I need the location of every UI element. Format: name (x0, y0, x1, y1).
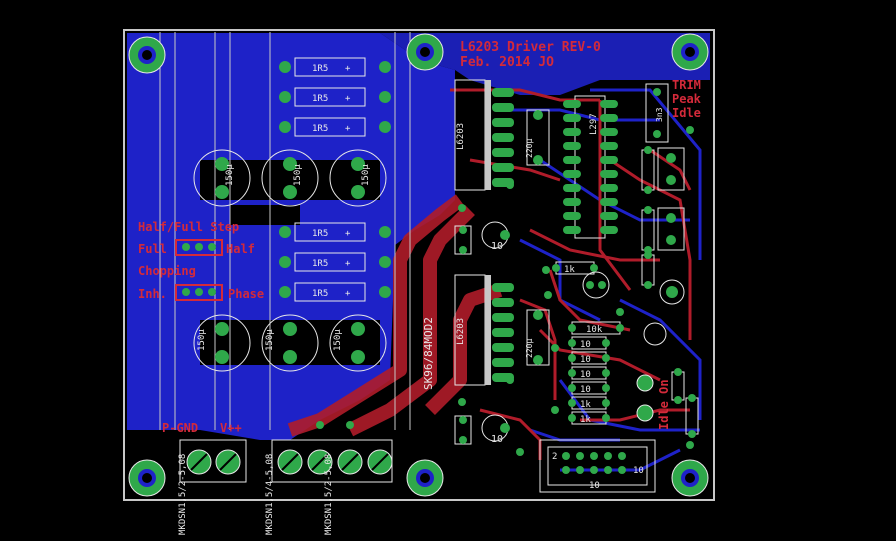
resistor-label: 1R5 (312, 94, 328, 104)
ic-label: L297 (589, 113, 599, 135)
step-title: Half/Full Step (138, 220, 239, 234)
terminal-label: MKDSN1,5/2-5,08 (178, 454, 188, 535)
svg-text:10: 10 (580, 385, 591, 395)
full-label: Full (138, 242, 167, 256)
svg-text:+: + (345, 289, 351, 299)
resistor-label: 1R5 (312, 64, 328, 74)
resistor-label: 1R5 (312, 289, 328, 299)
phase-label: Phase (228, 287, 264, 301)
svg-text:10k: 10k (586, 325, 603, 335)
inh-label: Inh. (138, 287, 167, 301)
svg-text:1k: 1k (580, 415, 591, 425)
board-labels: L6203 Driver REV-0 Feb. 2014 JO TRIM Pea… (138, 40, 702, 435)
svg-text:1k: 1k (580, 400, 591, 410)
cap-label: 150µ (293, 164, 303, 186)
board-title: L6203 Driver REV-0 (460, 40, 601, 55)
vias (316, 126, 694, 456)
terminal-label: MKDSN1,5/2-5,08 (324, 454, 334, 535)
svg-text:+: + (345, 229, 351, 239)
resistor-label: 1R5 (312, 229, 328, 239)
trim-idle: Idle (672, 106, 701, 120)
svg-text:+: + (345, 259, 351, 269)
pour-void (200, 160, 380, 200)
driver-chip-upper: L6203 (454, 79, 514, 191)
small-resistors: 1k 10k 10 10 10 10 1k 1k (552, 146, 699, 438)
svg-text:10: 10 (491, 434, 503, 445)
top-traces (287, 194, 503, 437)
electrolytic-caps: 150µ 150µ 150µ 150µ 150µ 150µ (193, 149, 387, 372)
pour-void-3 (230, 205, 300, 225)
trim-title: TRIM (672, 78, 701, 92)
driver-chip-lower: L6203 (454, 274, 514, 386)
svg-text:220µ: 220µ (525, 339, 534, 358)
connector-pin-label: 10 (633, 466, 644, 476)
svg-text:+: + (345, 124, 351, 134)
mounting-holes (128, 33, 709, 497)
power-resistors: 1R5 + 1R5 + 1R5 + 1R5 + 1R5 + 1R5 + (279, 57, 391, 302)
chop-title: Chopping (138, 264, 196, 278)
board-date: Feb. 2014 JO (460, 55, 554, 70)
idle-on-label: Idle On (657, 379, 671, 430)
misc-circles (582, 271, 667, 422)
cap-label: 150µ (225, 164, 235, 186)
controller-ic: L297 (563, 95, 618, 239)
half-label: Half (226, 242, 255, 256)
pgnd-label: P-GND (162, 421, 198, 435)
svg-text:10: 10 (491, 241, 503, 252)
cap-label: 150µ (361, 164, 371, 186)
cap-label: 150µ (197, 329, 207, 351)
svg-text:3n3: 3n3 (655, 107, 664, 122)
ribbon-connector: 2 10 10 (539, 439, 656, 493)
terminal-label: MKDSN1,5/4-5,08 (265, 454, 275, 535)
small-caps: 10 10 (454, 221, 510, 445)
svg-text:10: 10 (580, 340, 591, 350)
cap-label: 150µ (333, 329, 343, 351)
trim-pots: 3n3 (645, 83, 685, 305)
svg-text:220µ: 220µ (525, 139, 534, 158)
chip-label: L6203 (456, 123, 466, 150)
cap-label: 150µ (265, 329, 275, 351)
svg-text:+: + (345, 64, 351, 74)
cap-220u-upper: 220µ (525, 109, 550, 166)
cap-220u-lower: 220µ (525, 309, 550, 366)
heatsink-label: SK96/84MOD2 (422, 317, 435, 390)
connector-value: 10 (589, 481, 600, 491)
screw-terminals: MKDSN1,5/2-5,08 MKDSN1,5/4-5,08 MKDSN1,5… (178, 439, 393, 535)
bottom-copper-pour-right (380, 33, 710, 95)
jumper-full-half (175, 239, 223, 256)
resistor-label: 1R5 (312, 259, 328, 269)
svg-text:10: 10 (580, 370, 591, 380)
pour-void-2 (200, 320, 380, 365)
resistor-label: 1R5 (312, 124, 328, 134)
connector-pin-label: 2 (552, 452, 557, 462)
chip-label: L6203 (456, 318, 466, 345)
jumper-inh-phase (175, 284, 223, 301)
svg-text:+: + (345, 94, 351, 104)
svg-text:1k: 1k (564, 265, 575, 275)
vpp-label: V++ (220, 421, 242, 435)
trim-peak: Peak (672, 92, 702, 106)
silk-rails (159, 32, 411, 430)
svg-text:10: 10 (580, 355, 591, 365)
